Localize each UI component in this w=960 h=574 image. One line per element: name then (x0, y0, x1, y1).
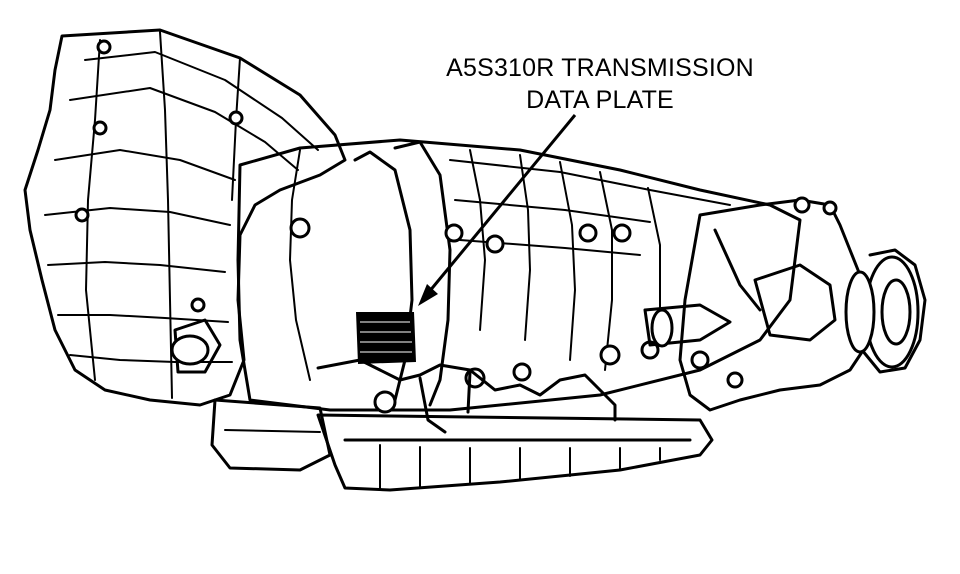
callout-label: A5S310R TRANSMISSION DATA PLATE (400, 52, 800, 116)
oil-pan (210, 398, 714, 492)
data-plate (356, 312, 416, 364)
extension-housing (643, 196, 872, 412)
callout-leader-arrow (418, 114, 577, 306)
main-case (236, 138, 802, 414)
output-flange (844, 248, 927, 374)
bell-housing (23, 28, 347, 407)
callout-line-2: DATA PLATE (526, 86, 674, 114)
callout-line-1: A5S310R TRANSMISSION (446, 54, 754, 82)
valve-body-brackets (316, 358, 617, 434)
